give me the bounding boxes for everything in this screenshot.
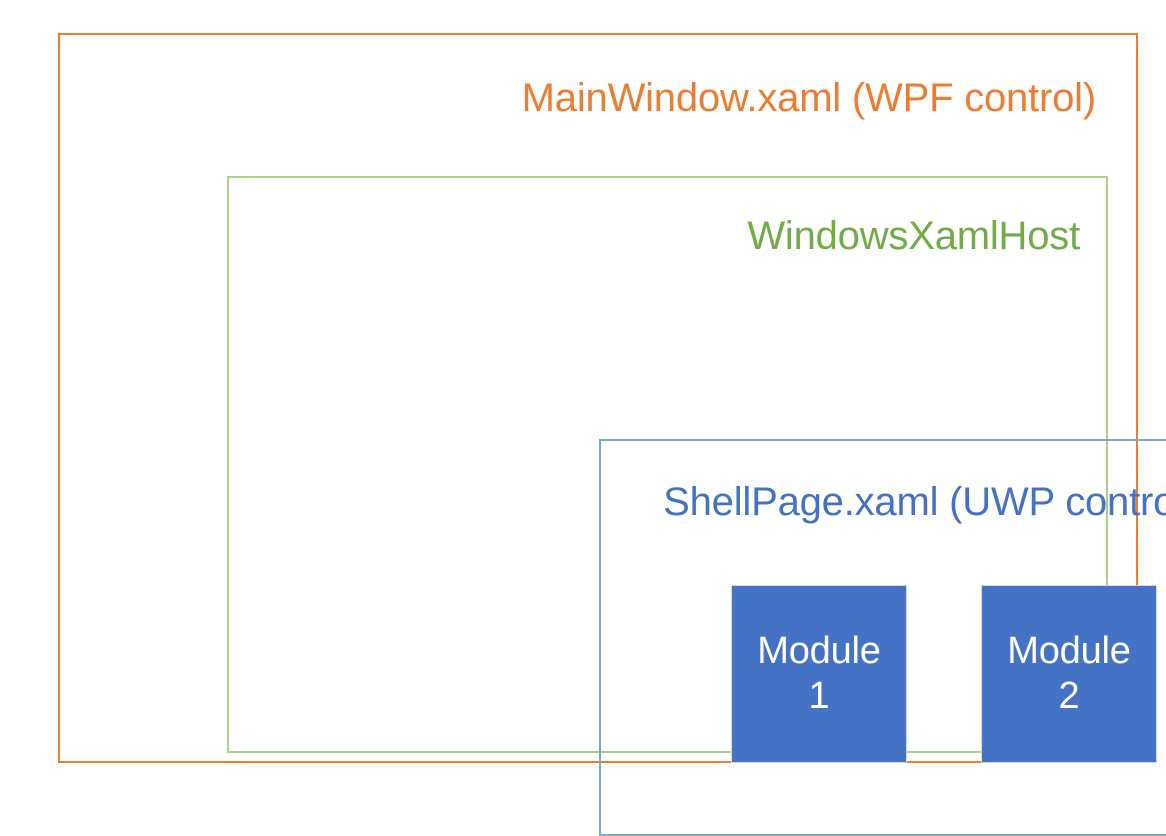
module-box-1-label: Module 1 — [757, 630, 881, 717]
layer-windowsxamlhost: WindowsXamlHost ShellPage.xaml (UWP cont… — [227, 176, 1166, 836]
layer-windowsxamlhost-label: WindowsXamlHost — [747, 214, 1080, 258]
layer-mainwindow-wpf: MainWindow.xaml (WPF control) WindowsXam… — [58, 33, 1166, 836]
layer-mainwindow-label: MainWindow.xaml (WPF control) — [521, 76, 1097, 120]
layer-shellpage-label: ShellPage.xaml (UWP control) — [663, 480, 1166, 524]
module-box-2-label: Module 2 — [1007, 630, 1131, 717]
module-box-1: Module 1 — [731, 585, 907, 763]
modules-row: Module 1 Module 2 — [731, 585, 1157, 763]
diagram-canvas: MainWindow.xaml (WPF control) WindowsXam… — [58, 33, 1166, 836]
module-box-2: Module 2 — [981, 585, 1157, 763]
layer-shellpage-uwp: ShellPage.xaml (UWP control) Module 1 Mo… — [599, 439, 1166, 836]
